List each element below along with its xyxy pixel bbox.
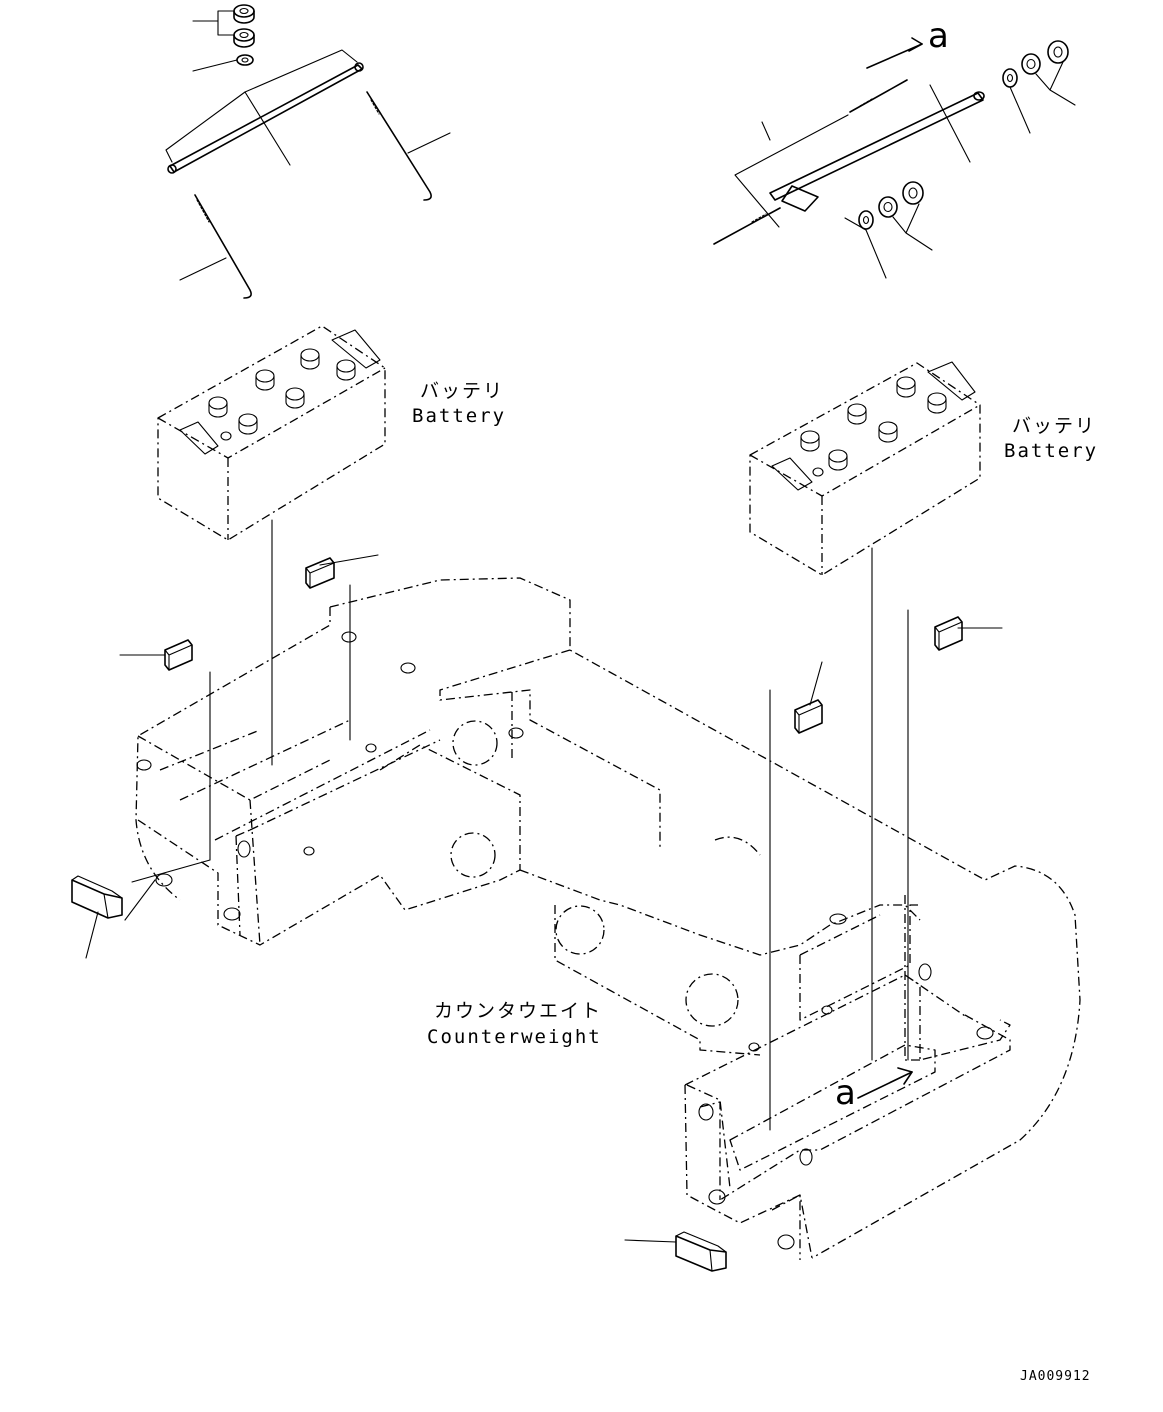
washer-icon	[858, 210, 874, 230]
view-marker-a-top: a	[928, 16, 949, 56]
nut-icon	[233, 4, 255, 24]
bolt-head-icon	[136, 631, 994, 1250]
battery-left-label-en: Battery	[412, 405, 506, 427]
battery-right-label-jp: バッテリ	[1012, 415, 1096, 437]
nut-icon	[1047, 40, 1069, 64]
battery-left-label-jp: バッテリ	[420, 380, 504, 402]
hold-down-bar	[769, 91, 985, 212]
rubber-pad	[119, 639, 193, 671]
hold-down-bar	[167, 62, 364, 174]
counterweight: a カウンタウエイト Counterweight	[135, 577, 1081, 1260]
battery-right: バッテリ Battery	[749, 361, 1098, 576]
drawing-code: JA009912	[1020, 1369, 1091, 1384]
assembly-lines	[124, 519, 909, 1131]
rubber-pad	[305, 554, 379, 589]
left-hold-down-assembly	[165, 4, 451, 299]
counterweight-label-en: Counterweight	[427, 1026, 602, 1048]
hook-rod	[366, 91, 451, 201]
battery-left: バッテリ Battery	[157, 325, 506, 541]
rubber-pad	[934, 616, 1003, 651]
battery-right-label-en: Battery	[1004, 440, 1098, 462]
nut-icon	[1021, 53, 1041, 75]
washer-icon	[1002, 68, 1018, 88]
rubber-pad	[794, 661, 823, 734]
view-marker-a-bottom: a	[835, 1073, 856, 1113]
nut-icon	[878, 196, 898, 218]
washer-icon	[236, 54, 254, 66]
nut-icon	[233, 28, 255, 48]
counterweight-label-jp: カウンタウエイト	[434, 1000, 602, 1022]
hook-rod	[179, 194, 252, 299]
stopper-block	[624, 1231, 727, 1272]
stopper-block	[71, 875, 123, 959]
nut-icon	[902, 181, 924, 205]
right-hold-down-assembly: a	[713, 16, 1076, 279]
